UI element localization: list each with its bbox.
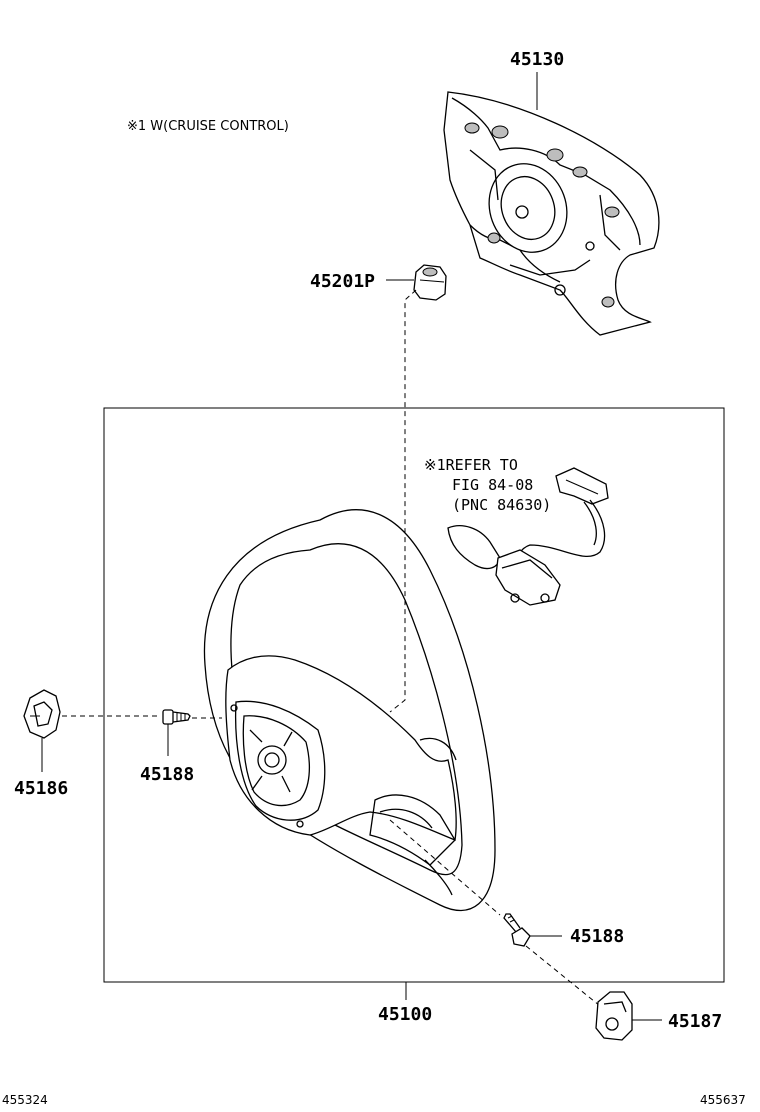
nut-45201p-drawing[interactable] [413, 264, 447, 301]
footer-left-id: 455324 [2, 1093, 48, 1107]
steering-pad-drawing[interactable] [443, 91, 660, 336]
part-label-45186[interactable]: 45186 [14, 778, 68, 799]
cover-45186-drawing[interactable] [23, 689, 61, 739]
part-label-45100[interactable]: 45100 [378, 1004, 432, 1025]
assembly-frame [103, 407, 725, 983]
part-label-45130[interactable]: 45130 [510, 49, 564, 70]
cover-45187-drawing[interactable] [595, 991, 633, 1041]
dashed-path-screw-right [389, 819, 606, 1011]
dashed-path-nut [389, 289, 417, 713]
footer-right-id: 455637 [700, 1093, 746, 1107]
refer-note-line1: ※1REFER TO [424, 456, 518, 474]
part-label-45201p[interactable]: 45201P [310, 271, 375, 292]
refer-note-line2: FIG 84-08 [452, 476, 533, 494]
cruise-switch-drawing[interactable] [447, 467, 609, 606]
screw-45188-left-drawing[interactable] [162, 709, 191, 725]
refer-note-line3: (PNC 84630) [452, 496, 551, 514]
part-label-45188-left[interactable]: 45188 [140, 764, 194, 785]
part-label-45188-right[interactable]: 45188 [570, 926, 624, 947]
screw-45188-right-drawing[interactable] [503, 913, 531, 947]
part-label-45187[interactable]: 45187 [668, 1011, 722, 1032]
cruise-control-note: ※1 W(CRUISE CONTROL) [127, 119, 289, 134]
steering-wheel-drawing[interactable] [203, 509, 496, 912]
